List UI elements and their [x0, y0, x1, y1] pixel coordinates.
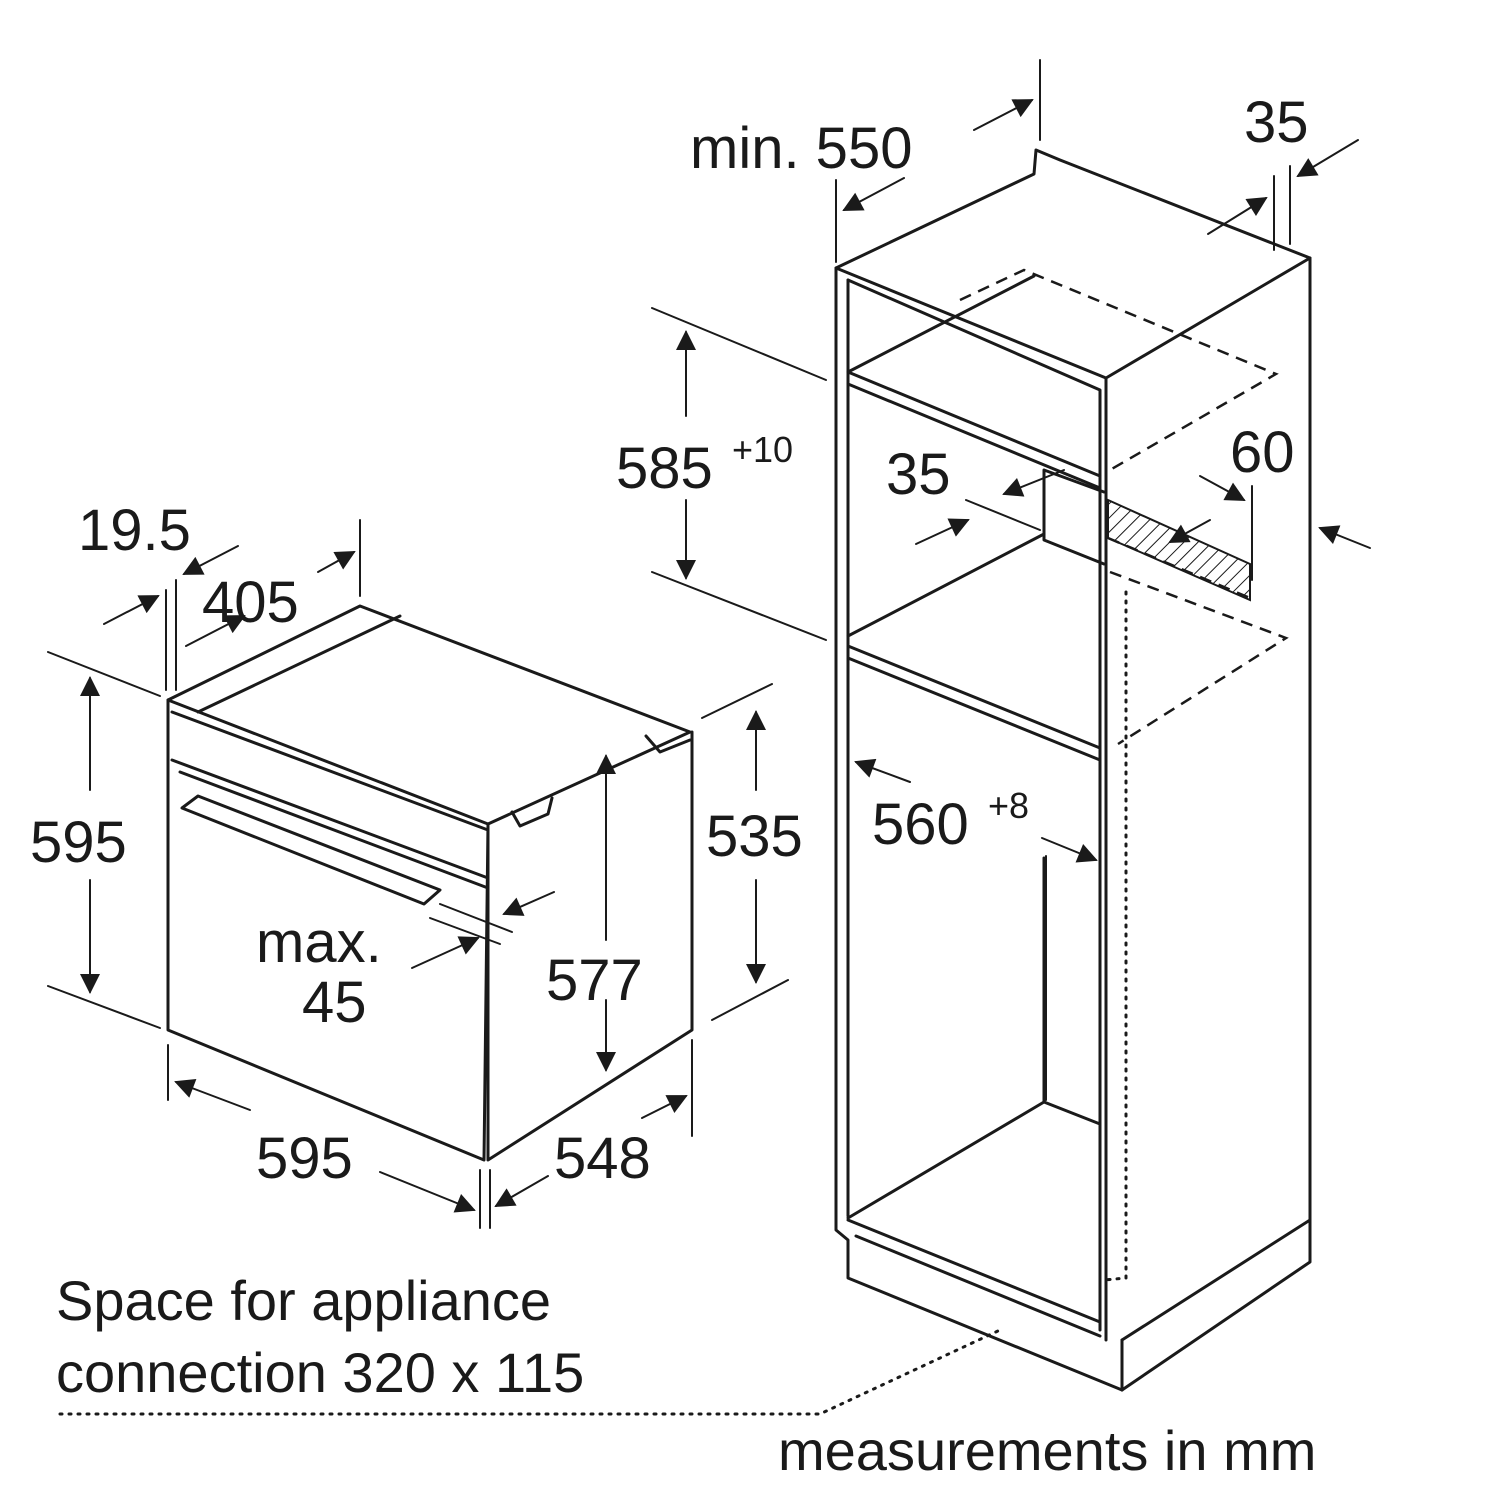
cabinet-drawing	[834, 148, 1312, 1392]
label-19-5: 19.5	[78, 498, 191, 563]
lower-shelf-back	[846, 656, 1102, 762]
arrow-max45-a	[502, 891, 555, 916]
arrow-35-top-b	[1296, 139, 1359, 178]
arrow-19-5-left	[103, 595, 160, 625]
oven-front-edge	[170, 710, 490, 832]
oven-dimensions	[47, 519, 789, 1229]
arrow-max45-b	[411, 936, 480, 969]
arrow-60-b	[1168, 519, 1211, 543]
label-min-550: min. 550	[690, 116, 912, 181]
label-585-tolerance: +10	[732, 429, 793, 470]
oven-side-bracket	[510, 796, 554, 828]
arrow-side-gap	[1318, 525, 1371, 549]
bottom-inner-back	[1042, 856, 1102, 1126]
arrow-19-5-right	[182, 545, 239, 575]
arrow-560-left	[854, 758, 911, 783]
arrow-595-w-right	[379, 1171, 476, 1213]
cabinet-left-edge	[834, 266, 1124, 1392]
oven-control-line	[170, 758, 490, 880]
oven-top-face	[166, 604, 692, 826]
label-max: max.	[256, 910, 382, 975]
connection-route	[1102, 590, 1128, 1282]
oven-handle	[180, 794, 442, 906]
bottom-floor-lip	[854, 1234, 1102, 1338]
label-535: 535	[706, 804, 803, 869]
upper-shelf-side	[846, 274, 1036, 374]
arrow-550-right	[973, 99, 1034, 131]
label-560: 560	[872, 792, 969, 857]
label-560-tolerance: +8	[988, 785, 1029, 826]
arrow-60-a	[1199, 475, 1246, 501]
oven-front-face	[166, 698, 490, 1162]
label-595-height: 595	[30, 810, 127, 875]
arrow-35-shelf-b	[915, 518, 970, 545]
ext-535-top	[701, 683, 773, 719]
connection-note-line2: connection 320 x 115	[56, 1341, 584, 1404]
ext-595-h-top	[47, 651, 161, 697]
arrow-405-right	[317, 551, 356, 573]
cabinet-top	[834, 148, 1312, 380]
ext-535-bottom	[711, 979, 789, 1021]
label-595-width: 595	[256, 1126, 353, 1191]
ext-595-h-bottom	[47, 985, 161, 1029]
label-548: 548	[554, 1126, 651, 1191]
ext-max45-a	[439, 903, 513, 933]
cabinet-dimensions	[651, 59, 1371, 1101]
lower-shelf-front	[846, 644, 1102, 750]
arrow-548-left	[494, 1175, 549, 1207]
label-585: 585	[616, 436, 713, 501]
hidden-niche-floor	[1109, 570, 1289, 746]
cabinet-plinth-side	[1120, 1218, 1312, 1392]
upper-shelf-front	[846, 370, 1102, 478]
arrow-595-w-left	[174, 1079, 251, 1111]
arrow-550-left	[842, 177, 905, 211]
hidden-top-recess	[959, 268, 1279, 472]
oven-side-face	[486, 730, 694, 1162]
oven-top-lip	[196, 614, 402, 714]
connection-leader	[58, 1328, 1002, 1416]
cabinet-inner-top	[846, 278, 1102, 1332]
ventilation-cutout	[1107, 498, 1251, 602]
units-note: measurements in mm	[778, 1419, 1316, 1482]
arrow-35-shelf-a	[1002, 469, 1065, 497]
label-max-value: 45	[302, 970, 367, 1035]
ext-max45-b	[429, 917, 501, 945]
lower-shelf-side	[846, 532, 1046, 638]
label-577: 577	[546, 948, 643, 1013]
ext-35-shelf	[965, 499, 1041, 531]
bottom-floor-side	[846, 1100, 1046, 1220]
label-60: 60	[1230, 420, 1295, 485]
arrow-560-right	[1041, 837, 1098, 863]
label-35-top: 35	[1244, 90, 1309, 155]
arrow-35-top-a	[1207, 196, 1268, 235]
arrow-405-left	[185, 615, 246, 647]
ext-585-top	[651, 307, 827, 381]
oven-door-top	[178, 770, 490, 890]
oven-drawing	[166, 604, 694, 1162]
upper-shelf-back	[846, 382, 1102, 490]
bottom-floor-front	[846, 1218, 1102, 1324]
ext-585-bottom	[651, 571, 827, 641]
connection-note-line1: Space for appliance	[56, 1269, 551, 1332]
niche-back-panel	[1042, 468, 1106, 566]
label-35-shelf: 35	[886, 442, 951, 507]
label-405: 405	[202, 570, 299, 635]
arrow-548-right	[641, 1095, 688, 1119]
oven-back-bracket	[644, 734, 692, 754]
